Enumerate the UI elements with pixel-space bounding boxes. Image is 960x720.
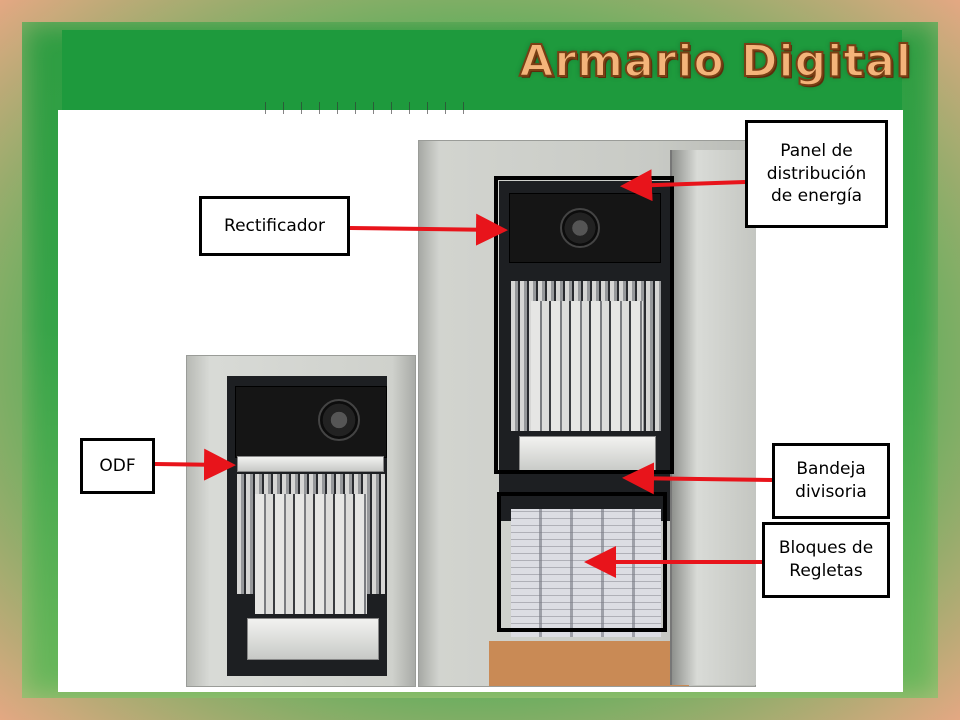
fan-icon (318, 399, 360, 441)
upper-section-outline (494, 176, 674, 474)
callout-panel-line1: Panel de (780, 140, 853, 161)
card-rack-large (531, 301, 643, 431)
callout-bloques-line1: Bloques de (778, 538, 874, 559)
cabinet-small-photo (186, 355, 416, 687)
callout-panel-line3: de energía (771, 186, 862, 207)
rectifier-unit-large (509, 193, 661, 263)
odf-shelf-small (237, 456, 384, 472)
callout-bandeja-line2: divisoria (795, 482, 867, 502)
callout-bloques-regletas: Bloques de Regletas (762, 522, 890, 598)
arrow-panel (620, 169, 746, 202)
dotted-line-decoration (265, 102, 475, 114)
equipment-shelf-small (247, 618, 379, 660)
arrow-bandeja (622, 462, 773, 495)
callout-bloques-line2: Regletas (789, 561, 863, 581)
callout-rectificador: Rectificador (199, 196, 350, 256)
callout-bandeja-line1: Bandeja (796, 459, 866, 480)
callout-odf: ODF (80, 438, 155, 494)
fan-icon (560, 208, 600, 248)
card-rack-small (255, 494, 367, 614)
rectifier-unit-small (235, 386, 387, 458)
slide-title: Armario Digital (518, 35, 912, 88)
callout-bandeja-divisoria: Bandeja divisoria (772, 443, 890, 519)
callout-panel-line2: distribución (766, 163, 867, 184)
cabinet-door (670, 150, 756, 685)
arrow-rectificador (349, 213, 508, 246)
wooden-pallet (489, 641, 689, 686)
callout-rectificador-label: Rectificador (224, 215, 325, 236)
header-band (62, 30, 902, 110)
arrow-odf (154, 448, 236, 481)
callout-odf-label: ODF (99, 455, 136, 476)
callout-panel-distribucion: Panel de distribución de energía (745, 120, 888, 228)
